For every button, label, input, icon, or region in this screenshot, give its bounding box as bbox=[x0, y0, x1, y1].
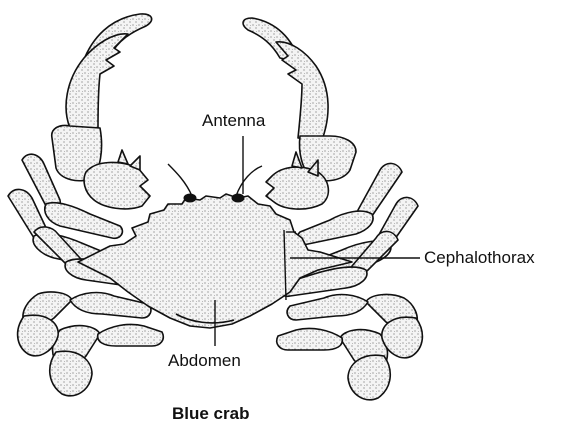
left-eye bbox=[184, 194, 196, 202]
left-antenna bbox=[168, 164, 192, 196]
abdomen-label: Abdomen bbox=[168, 352, 241, 369]
diagram-caption: Blue crab bbox=[172, 405, 249, 422]
cephalothorax-label: Cephalothorax bbox=[424, 249, 535, 266]
antennae bbox=[168, 164, 262, 196]
left-claw bbox=[52, 14, 152, 209]
right-eye bbox=[232, 194, 244, 202]
antenna-label: Antenna bbox=[202, 112, 265, 129]
right-antenna bbox=[236, 166, 262, 196]
